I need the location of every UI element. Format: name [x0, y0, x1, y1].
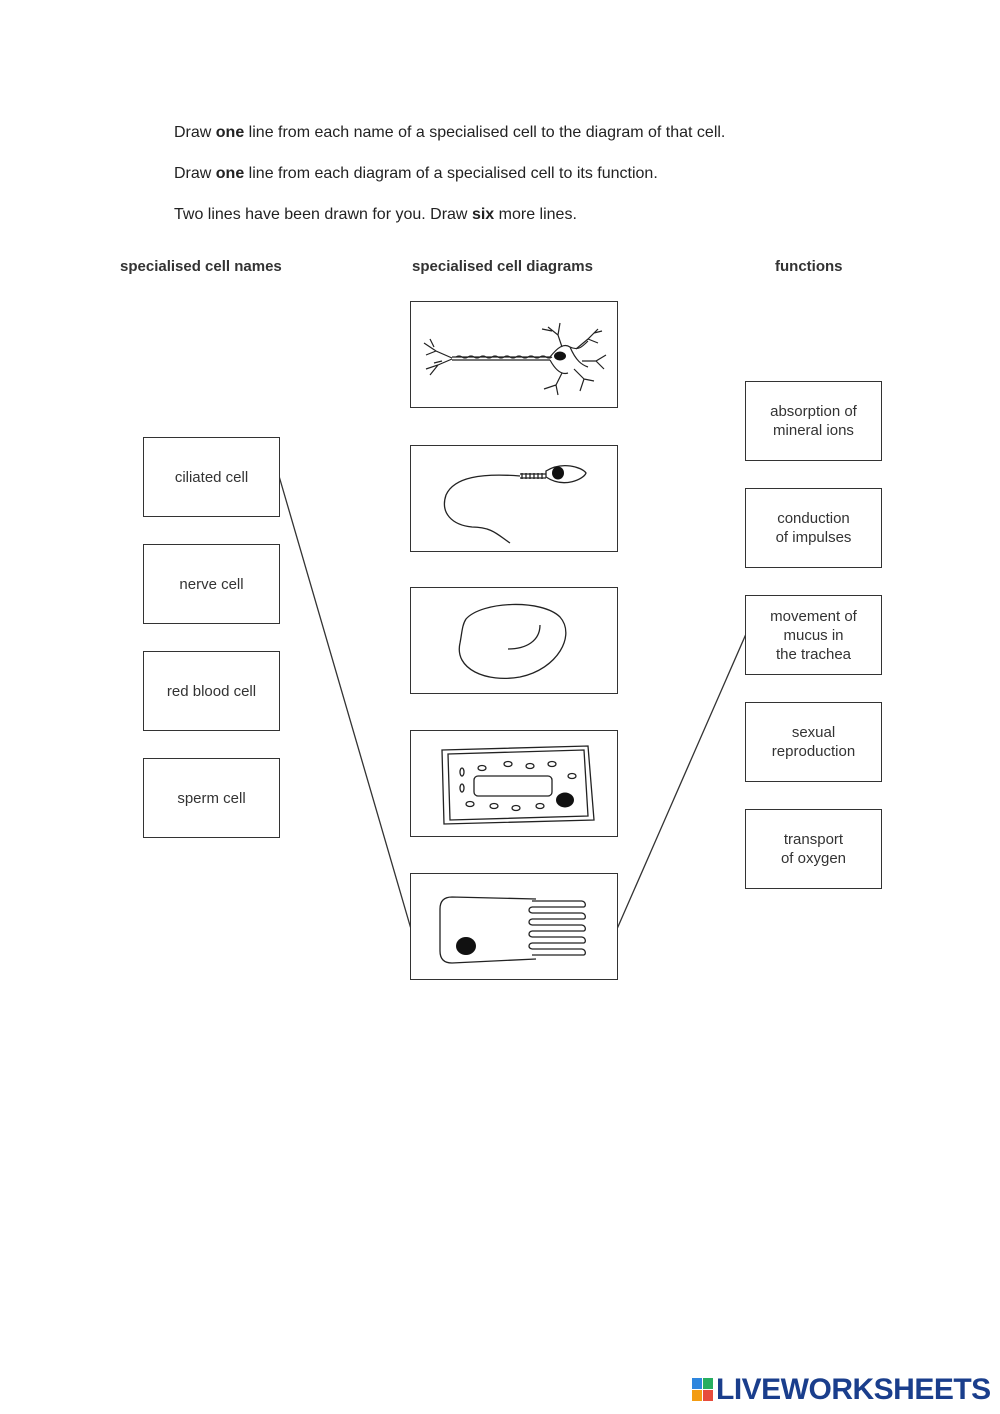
function-line: absorption of	[770, 403, 857, 420]
diagram-box-root-hair-cell[interactable]	[410, 730, 618, 837]
instruction-2-text-b: line from each diagram of a specialised …	[244, 165, 658, 182]
header-cell-diagrams: specialised cell diagrams	[412, 258, 593, 275]
logo-text: LIVEWORKSHEETS	[716, 1373, 991, 1406]
name-box-red-blood-cell[interactable]: red blood cell	[143, 651, 280, 731]
function-line: reproduction	[771, 743, 856, 760]
red-blood-cell-icon	[458, 603, 567, 679]
instruction-3-text-a: Two lines have been drawn for you. Draw	[174, 206, 472, 223]
function-line: of oxygen	[780, 850, 847, 867]
function-box-transport-of-oxygen[interactable]: transport of oxygen	[745, 809, 882, 889]
name-label: ciliated cell	[174, 468, 249, 486]
instruction-2-text-a: Draw	[174, 165, 216, 182]
liveworksheets-badge-icon	[692, 1378, 713, 1401]
name-label: sperm cell	[177, 789, 246, 807]
diagram-box-nerve-cell[interactable]	[410, 301, 618, 408]
line-diagram-to-mucus	[616, 633, 747, 930]
plant-cell-icon	[441, 745, 595, 825]
header-functions: functions	[775, 258, 843, 275]
name-box-ciliated-cell[interactable]: ciliated cell	[143, 437, 280, 517]
name-box-sperm-cell[interactable]: sperm cell	[143, 758, 280, 838]
instruction-2: Draw one line from each diagram of a spe…	[174, 165, 658, 183]
function-line: mucus in	[783, 626, 844, 644]
function-line: mineral ions	[773, 422, 854, 439]
function-line: the trachea	[775, 645, 852, 663]
sperm-cell-icon	[443, 465, 587, 544]
instruction-2-bold: one	[215, 165, 245, 182]
header-cell-names: specialised cell names	[120, 258, 282, 275]
diagram-box-ciliated-cell[interactable]	[410, 873, 618, 980]
liveworksheets-logo: LIVEWORKSHEETS	[692, 1373, 991, 1406]
function-box-conduction[interactable]: conduction of impulses	[745, 488, 882, 568]
instruction-1-text-a: Draw	[174, 124, 216, 141]
instruction-3: Two lines have been drawn for you. Draw …	[174, 206, 577, 224]
instruction-3-text-b: more lines.	[494, 206, 577, 223]
function-line: transport	[783, 831, 844, 848]
line-ciliated-to-diagram	[278, 475, 412, 930]
function-line: sexual	[791, 724, 836, 741]
function-line: conduction	[777, 510, 850, 527]
name-label: nerve cell	[179, 575, 244, 593]
instruction-3-bold: six	[471, 206, 495, 223]
ciliated-cell-icon	[439, 896, 586, 964]
instruction-1-bold: one	[215, 124, 245, 141]
name-label: red blood cell	[166, 682, 257, 700]
function-box-absorption[interactable]: absorption of mineral ions	[745, 381, 882, 461]
instruction-1-text-b: line from each name of a specialised cel…	[244, 124, 726, 141]
diagram-box-sperm-cell[interactable]	[410, 445, 618, 552]
name-box-nerve-cell[interactable]: nerve cell	[143, 544, 280, 624]
function-line: movement of	[770, 607, 857, 625]
instruction-1: Draw one line from each name of a specia…	[174, 124, 725, 142]
function-box-sexual-reproduction[interactable]: sexual reproduction	[745, 702, 882, 782]
diagram-box-red-blood-cell[interactable]	[410, 587, 618, 694]
function-line: of impulses	[775, 529, 852, 546]
nerve-cell-icon	[423, 322, 607, 396]
